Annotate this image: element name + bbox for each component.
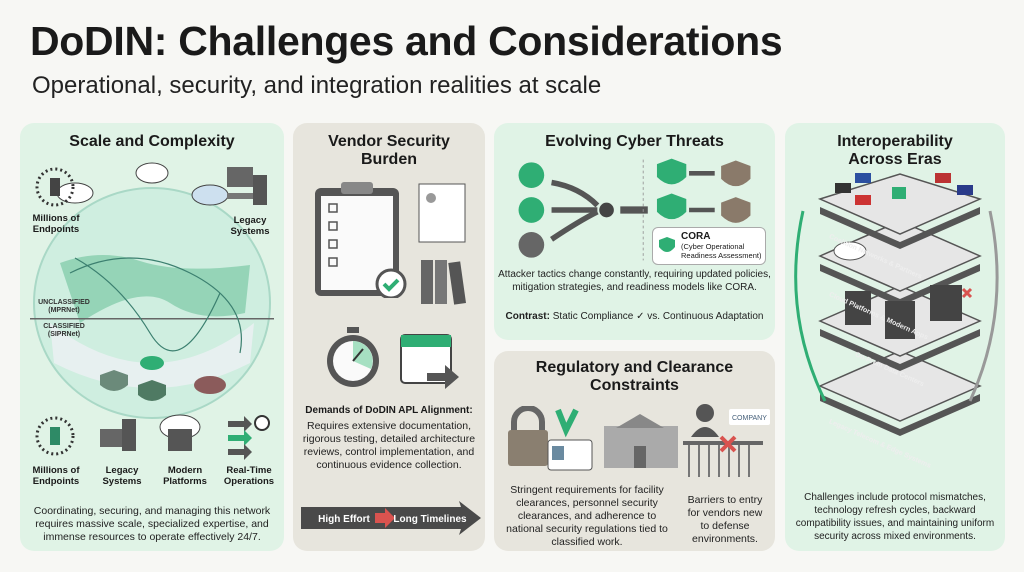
bottom-icons-row [35, 414, 270, 460]
legacy-systems-label: Legacy Systems [230, 215, 270, 237]
panel-title: Interoperability Across Eras [837, 133, 953, 168]
classified-label: CLASSIFIED(SIPRNet) [24, 323, 104, 339]
realtime-label: Real-Time Operations [223, 465, 275, 487]
page-subtitle: Operational, security, and integration r… [32, 72, 602, 99]
scale-description: Coordinating, securing, and managing thi… [33, 505, 271, 543]
legacy-computer-icon [100, 419, 136, 451]
mprnet-text: (MPRNet) [48, 307, 80, 314]
siprnet-text: (SIPRNet) [47, 331, 81, 338]
classified-text: CLASSIFIED [43, 323, 85, 330]
cora-title: CORA [681, 231, 711, 242]
page-title: DoDIN: Challenges and Considerations [30, 18, 783, 64]
server-cloud-icon [159, 414, 201, 451]
shield-icon [100, 356, 226, 401]
clipboard-checklist-icon [315, 182, 407, 298]
cora-callout: CORA (Cyber Operational Readiness Assess… [652, 227, 766, 265]
lock-icon [892, 187, 906, 199]
unclassified-label: UNCLASSIFIED(MPRNet) [24, 299, 104, 315]
attacker-icon [518, 162, 545, 258]
cloud-icon [56, 162, 229, 206]
vendor-burden-panel: Vendor Security Burden Demands of DoDIN … [293, 123, 485, 551]
documents-binders-icon [418, 183, 467, 305]
scale-complexity-panel: Scale and Complexity Millions of Endpoin… [20, 123, 284, 551]
panel-title: Vendor Security Burden [328, 133, 450, 168]
cloud-icon [833, 241, 867, 261]
endpoints-label: Millions of Endpoints [32, 213, 80, 235]
regulatory-panel: Regulatory and Clearance Constraints COM… [494, 351, 775, 551]
gate-barrier-icon [683, 404, 763, 477]
contrast-line: Contrast: Static Compliance ✓ vs. Contin… [496, 311, 773, 324]
panel-title: Scale and Complexity [69, 133, 235, 150]
high-effort-label: High Effort [318, 514, 370, 525]
contrast-label: Contrast: [505, 311, 550, 322]
threat-flow-illustration [518, 158, 751, 261]
legacy-computer-icon [227, 167, 267, 205]
globe-network-illustration [30, 162, 274, 419]
endpoints-label: Millions of Endpoints [32, 465, 80, 487]
panel-title: Regulatory and Clearance Constraints [535, 359, 734, 394]
cyber-threats-panel: Evolving Cyber Threats CORA (Cyber Opera… [494, 123, 775, 340]
long-timelines-label: Long Timelines [393, 514, 467, 525]
contrast-text: Static Compliance ✓ vs. Continuous Adapt… [552, 311, 764, 322]
legacy-label: Legacy Systems [102, 465, 142, 487]
server-rack-icon [845, 285, 962, 339]
vendor-description: Requires extensive documentation, rigoro… [302, 420, 476, 471]
company-badge: COMPANY [729, 409, 770, 425]
unclassified-text: UNCLASSIFIED [38, 299, 90, 306]
interop-description: Challenges include protocol mismatches, … [795, 492, 995, 542]
cora-shield-icon [659, 237, 675, 252]
barriers-description: Barriers to entry for vendors new to def… [687, 494, 763, 545]
modern-label: Modern Platforms [163, 465, 207, 487]
padlock-icon [508, 406, 548, 466]
flags-icon [835, 173, 973, 205]
layered-stack-illustration [794, 173, 999, 436]
shield-icon [656, 158, 751, 223]
building-icon [604, 414, 678, 468]
realtime-arrows-icon [228, 415, 270, 460]
id-badge-icon [547, 408, 593, 471]
clearance-icons [508, 406, 678, 471]
endpoints-icon [35, 416, 75, 456]
interoperability-panel: Interoperability Across Eras Coalition N… [785, 123, 1005, 551]
calendar-delay-icon [400, 334, 459, 389]
apl-heading: Demands of DoDIN APL Alignment: [305, 405, 473, 416]
cora-subtitle: (Cyber Operational Readiness Assessment) [681, 242, 762, 260]
endpoints-icon [35, 167, 75, 207]
regulatory-description: Stringent requirements for facility clea… [506, 484, 668, 548]
effort-timeline-arrow [301, 501, 481, 535]
panel-title: Evolving Cyber Threats [545, 133, 724, 150]
threats-description: Attacker tactics change constantly, requ… [498, 269, 771, 293]
stopwatch-icon [327, 327, 379, 387]
